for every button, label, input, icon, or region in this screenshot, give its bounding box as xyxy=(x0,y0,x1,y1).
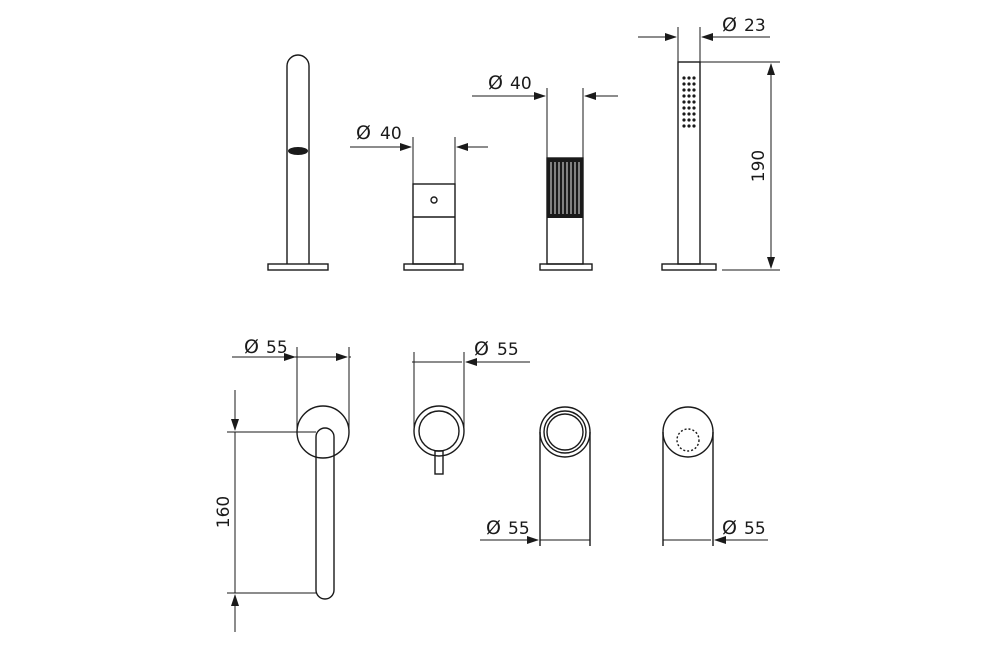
dimension-d40-valve: Ø 40 xyxy=(472,72,618,158)
dimension-d55-valve: Ø 55 xyxy=(480,517,590,544)
wall-spout-front xyxy=(296,405,350,600)
dim-symbol: Ø xyxy=(486,517,501,539)
dimension-d23-shower: Ø 23 xyxy=(638,14,770,62)
spout-aerator xyxy=(288,147,308,155)
dim-symbol: Ø xyxy=(356,122,371,144)
dim-value: 55 xyxy=(266,338,288,358)
dim-value: 55 xyxy=(744,519,766,539)
dim-symbol: Ø xyxy=(722,517,737,539)
dim-value: 190 xyxy=(749,150,769,182)
dim-value: 55 xyxy=(497,340,519,360)
dim-value: 40 xyxy=(510,74,532,94)
hand-shower-elevation xyxy=(661,61,717,271)
dim-symbol: Ø xyxy=(474,338,489,360)
dimension-d55-spout: Ø 55 xyxy=(232,336,351,432)
valve-front xyxy=(539,406,591,546)
dim-value: 40 xyxy=(380,124,402,144)
dim-symbol: Ø xyxy=(488,72,503,94)
mixer-elevation xyxy=(403,183,464,271)
dimension-h190-shower: 190 xyxy=(700,61,780,271)
shower-spray-holes xyxy=(682,76,696,128)
spout-elevation xyxy=(267,54,329,271)
dim-value: 55 xyxy=(508,519,530,539)
dim-symbol: Ø xyxy=(722,14,737,36)
dimension-d55-holder: Ø 55 xyxy=(663,517,768,544)
shower-holder-front xyxy=(662,406,714,546)
dim-symbol: Ø xyxy=(244,336,259,358)
dimension-d40-mixer: Ø 40 xyxy=(350,122,488,184)
mixer-front xyxy=(413,405,465,475)
dim-value: 23 xyxy=(744,16,766,36)
dimension-d55-mixer: Ø 55 xyxy=(412,338,530,431)
dimension-h160-spout: 160 xyxy=(214,390,316,632)
knurled-valve-elevation xyxy=(539,157,593,271)
dim-value: 160 xyxy=(214,496,234,528)
